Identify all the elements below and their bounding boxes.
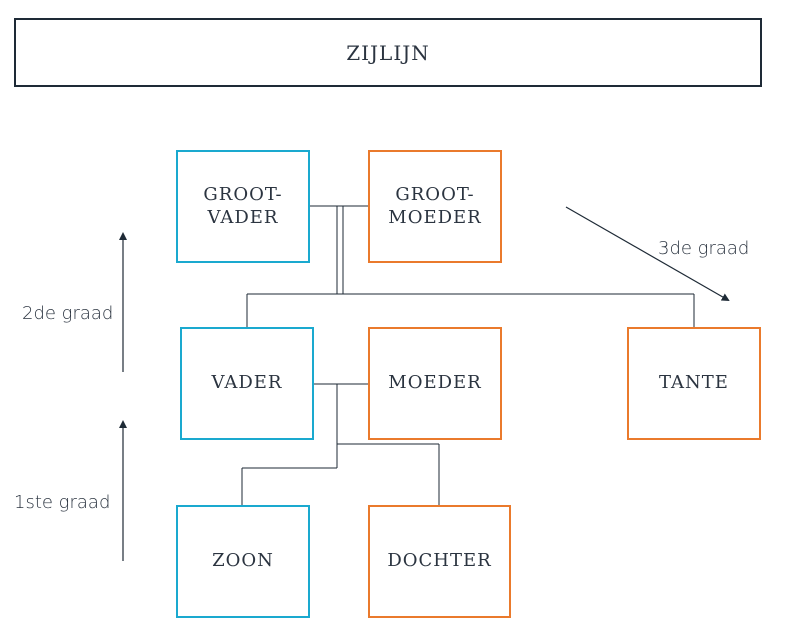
- node-zoon: ZOON: [176, 505, 310, 618]
- node-grootmoeder: GROOT- MOEDER: [368, 150, 502, 263]
- third-degree-arrow: [565, 206, 730, 301]
- node-dochter: DOCHTER: [368, 505, 511, 618]
- label-first-degree: 1ste graad: [14, 492, 111, 513]
- label-third-degree: 3de graad: [658, 238, 750, 259]
- label-second-degree: 2de graad: [22, 303, 114, 324]
- node-moeder: MOEDER: [368, 327, 502, 440]
- node-vader: VADER: [180, 327, 314, 440]
- node-grootvader: GROOT- VADER: [176, 150, 310, 263]
- title-box: ZIJLIJN: [14, 18, 762, 87]
- node-tante: TANTE: [627, 327, 761, 440]
